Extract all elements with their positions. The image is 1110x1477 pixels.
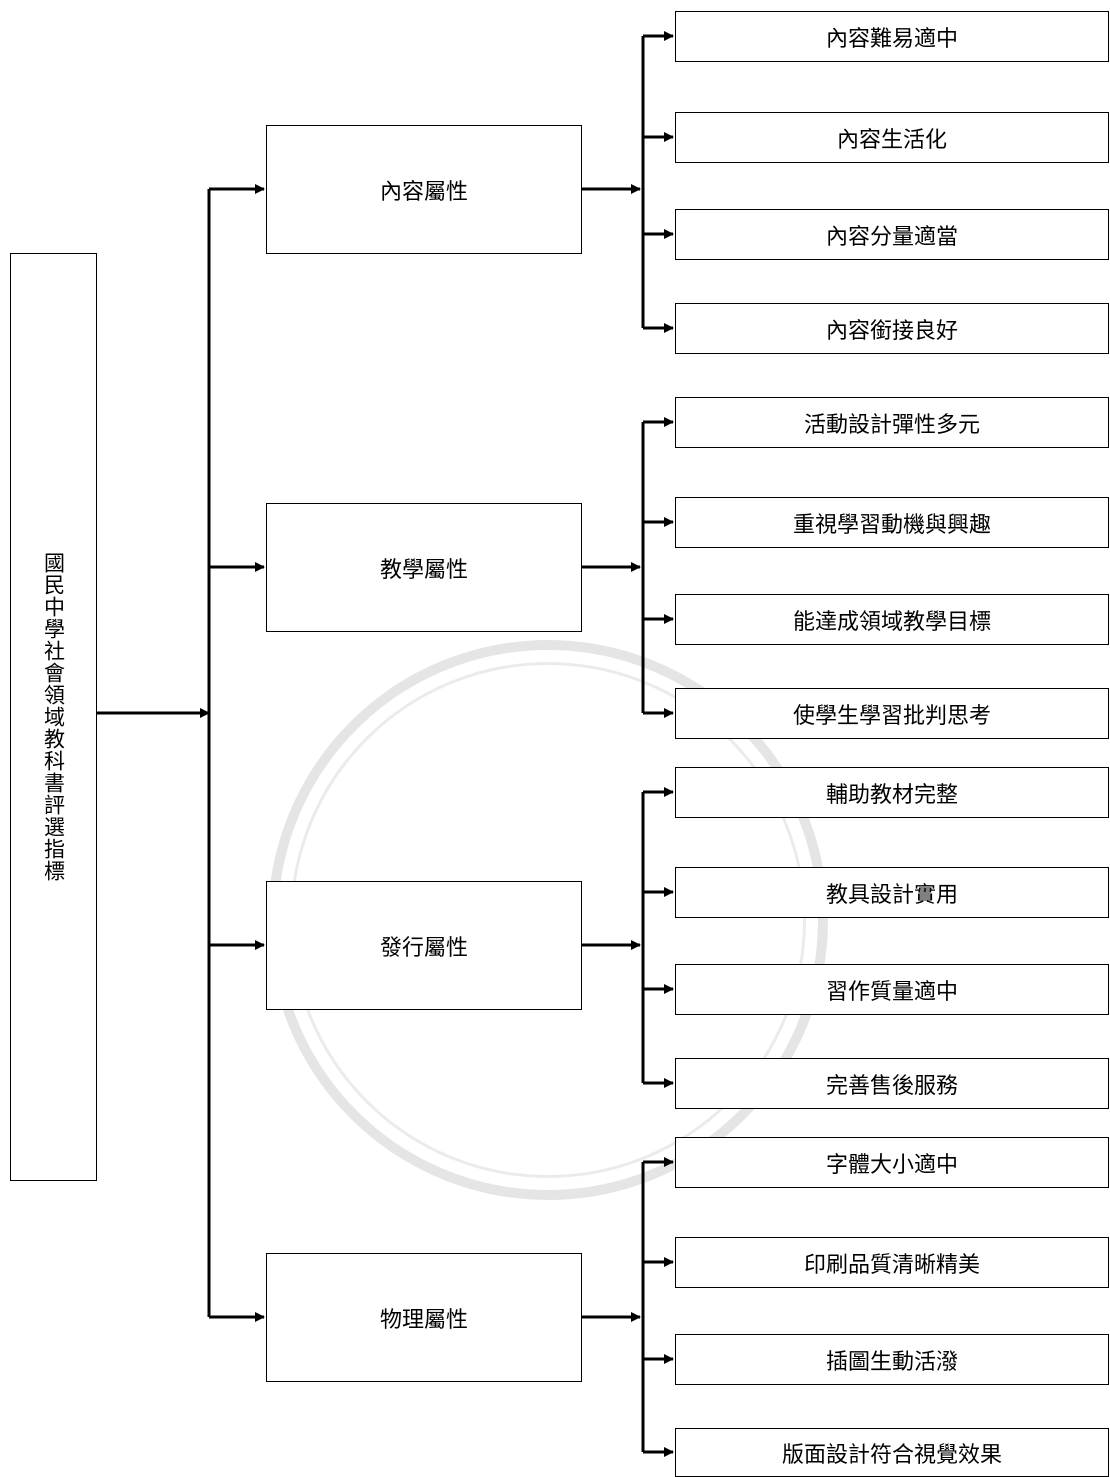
item-box: 內容分量適當 bbox=[675, 209, 1109, 260]
item-box: 印刷品質清晰精美 bbox=[675, 1237, 1109, 1288]
item-label: 內容生活化 bbox=[836, 127, 947, 153]
root-label: 國民中學社會領域教科書評選指標 bbox=[41, 552, 66, 882]
category-label-content: 內容屬性 bbox=[379, 179, 468, 205]
item-label: 內容銜接良好 bbox=[825, 318, 958, 344]
item-label: 內容難易適中 bbox=[825, 26, 958, 52]
item-box: 內容銜接良好 bbox=[675, 303, 1109, 354]
root-box: 國民中學社會領域教科書評選指標 bbox=[10, 253, 97, 1181]
item-label: 字體大小適中 bbox=[825, 1152, 958, 1178]
item-box: 習作質量適中 bbox=[675, 964, 1109, 1015]
item-label: 內容分量適當 bbox=[825, 224, 958, 250]
category-label-publishing: 發行屬性 bbox=[379, 935, 468, 961]
item-label: 活動設計彈性多元 bbox=[803, 412, 980, 438]
item-label: 教具設計實用 bbox=[825, 882, 958, 908]
category-box-teaching: 教學屬性 bbox=[266, 503, 582, 632]
item-label: 輔助教材完整 bbox=[825, 782, 958, 808]
category-box-physical: 物理屬性 bbox=[266, 1253, 582, 1382]
item-label: 版面設計符合視覺效果 bbox=[781, 1442, 1002, 1468]
item-box: 使學生學習批判思考 bbox=[675, 688, 1109, 739]
item-label: 完善售後服務 bbox=[825, 1073, 958, 1099]
item-box: 能達成領域教學目標 bbox=[675, 594, 1109, 645]
item-label: 使學生學習批判思考 bbox=[792, 703, 991, 729]
category-box-publishing: 發行屬性 bbox=[266, 881, 582, 1010]
item-label: 習作質量適中 bbox=[825, 979, 958, 1005]
item-box: 完善售後服務 bbox=[675, 1058, 1109, 1109]
category-label-teaching: 教學屬性 bbox=[379, 557, 468, 583]
category-box-content: 內容屬性 bbox=[266, 125, 582, 254]
item-box: 活動設計彈性多元 bbox=[675, 397, 1109, 448]
item-box: 字體大小適中 bbox=[675, 1137, 1109, 1188]
item-box: 教具設計實用 bbox=[675, 867, 1109, 918]
item-label: 印刷品質清晰精美 bbox=[803, 1252, 980, 1278]
item-box: 版面設計符合視覺效果 bbox=[675, 1428, 1109, 1477]
item-box: 內容生活化 bbox=[675, 112, 1109, 163]
item-box: 輔助教材完整 bbox=[675, 767, 1109, 818]
item-label: 插圖生動活潑 bbox=[825, 1349, 958, 1375]
item-box: 重視學習動機與興趣 bbox=[675, 497, 1109, 548]
item-box: 插圖生動活潑 bbox=[675, 1334, 1109, 1385]
category-label-physical: 物理屬性 bbox=[379, 1307, 468, 1333]
item-label: 能達成領域教學目標 bbox=[792, 609, 991, 635]
item-box: 內容難易適中 bbox=[675, 11, 1109, 62]
item-label: 重視學習動機與興趣 bbox=[792, 512, 991, 538]
